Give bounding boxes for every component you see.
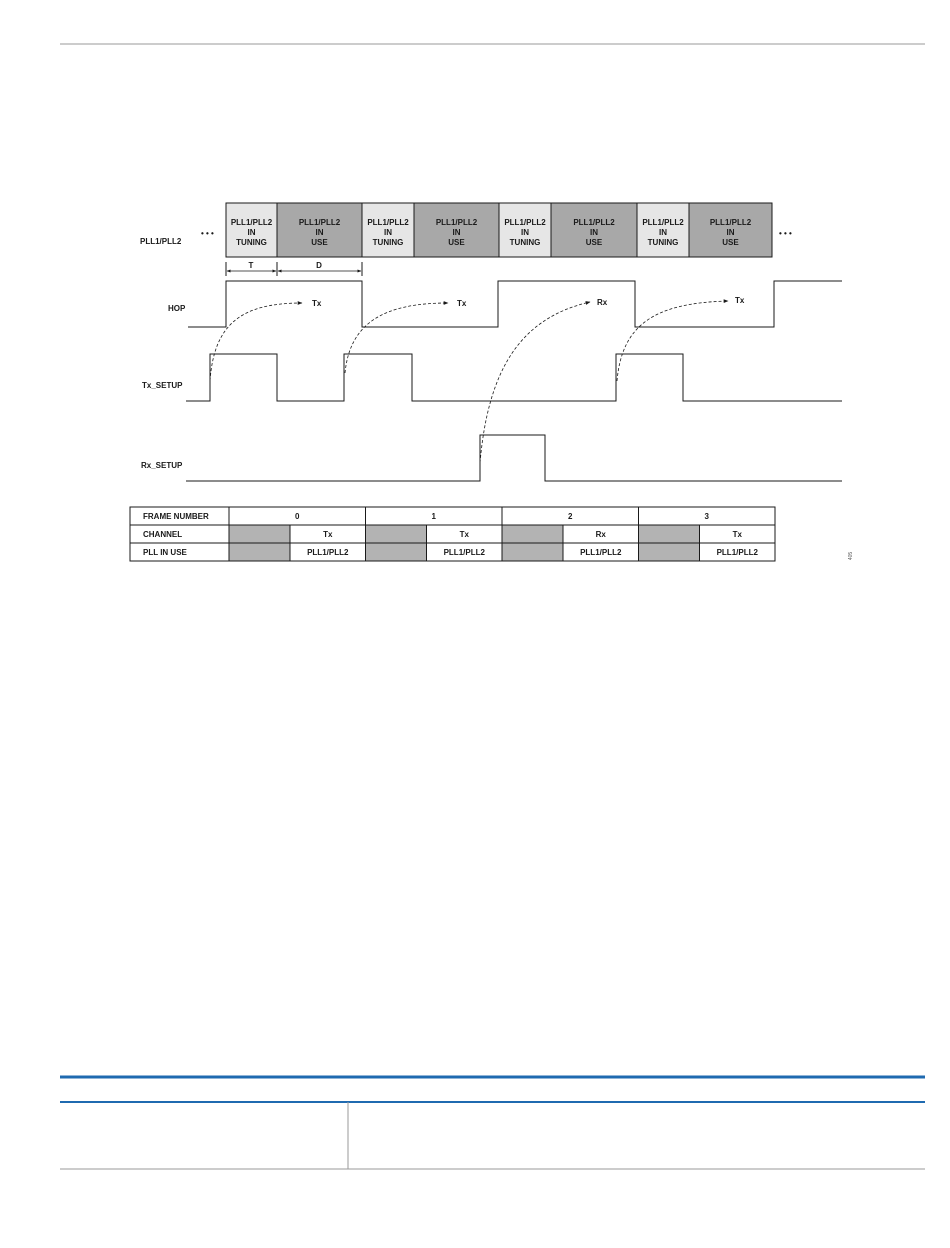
table-row-label: PLL IN USE	[143, 548, 188, 557]
pll-block-text: USE	[586, 238, 603, 247]
pll-block-text: TUNING	[510, 238, 541, 247]
table-frame-number: 2	[568, 512, 573, 521]
table-row-label: FRAME NUMBER	[143, 512, 209, 521]
arrow-label-rx: Rx	[597, 298, 608, 307]
pll-block-text: IN	[590, 228, 598, 237]
pll-block-text: IN	[521, 228, 529, 237]
table-frame-number: 0	[295, 512, 300, 521]
table-channel-cell: Tx	[460, 530, 470, 539]
table-frame-number: 3	[705, 512, 710, 521]
arrow-tx-2	[344, 301, 449, 374]
pll-block-text: IN	[659, 228, 667, 237]
table-channel-cell: Rx	[596, 530, 607, 539]
arrow-label-tx-1: Tx	[312, 299, 322, 308]
pll-block-text: TUNING	[236, 238, 267, 247]
pll-block-text: USE	[448, 238, 465, 247]
arrow-rx	[479, 301, 591, 464]
pll-block-text: PLL1/PLL2	[504, 218, 546, 227]
table-row-label: CHANNEL	[143, 530, 182, 539]
table-pll-cell: PLL1/PLL2	[717, 548, 759, 557]
rx-setup-waveform	[186, 434, 842, 482]
pll-row-label: PLL1/PLL2	[140, 237, 182, 246]
pll-block-text: PLL1/PLL2	[299, 218, 341, 227]
pll-block-use	[276, 202, 363, 258]
dim-d-label: D	[316, 261, 322, 270]
arrow-tx-3	[616, 299, 729, 382]
pll-block-use	[688, 202, 773, 258]
hop-waveform	[188, 280, 842, 328]
pll-block-text: PLL1/PLL2	[436, 218, 478, 227]
pll-block-text: PLL1/PLL2	[573, 218, 615, 227]
rx-setup-signal-label: Rx_SETUP	[141, 461, 183, 470]
arrow-label-tx-2: Tx	[457, 299, 467, 308]
ellipsis-left: • • •	[201, 229, 214, 238]
figure-id: 405	[848, 552, 854, 561]
pll-block-use	[550, 202, 638, 258]
pll-block-text: TUNING	[648, 238, 679, 247]
pll-block-text: IN	[727, 228, 735, 237]
table-pll-cell: PLL1/PLL2	[307, 548, 349, 557]
pll-block-text: PLL1/PLL2	[231, 218, 273, 227]
arrow-tx-1	[209, 301, 303, 382]
pll-block-text: USE	[722, 238, 739, 247]
tx-setup-signal-label: Tx_SETUP	[142, 381, 183, 390]
frame-table: FRAME NUMBER CHANNEL PLL IN USE 0TxPLL1/PLL…	[129, 506, 776, 562]
ellipsis-right: • • •	[779, 229, 792, 238]
table-border	[129, 506, 776, 562]
pll-block-text: TUNING	[373, 238, 404, 247]
table-pll-cell: PLL1/PLL2	[444, 548, 486, 557]
dimension-markers: T D	[225, 261, 363, 276]
tx-setup-waveform	[186, 353, 842, 402]
pll-block-text: PLL1/PLL2	[642, 218, 684, 227]
pll-state-blocks: PLL1/PLL2INTUNINGPLL1/PLL2INUSEPLL1/PLL2…	[225, 202, 773, 258]
table-channel-cell: Tx	[323, 530, 333, 539]
pll-block-text: IN	[453, 228, 461, 237]
pll-block-text: PLL1/PLL2	[710, 218, 752, 227]
pll-block-text: USE	[311, 238, 328, 247]
pll-block-text: IN	[384, 228, 392, 237]
pll-block-text: IN	[248, 228, 256, 237]
pll-block-text: IN	[316, 228, 324, 237]
pll-block-tuning	[361, 202, 415, 258]
table-channel-cell: Tx	[733, 530, 743, 539]
pll-block-text: PLL1/PLL2	[367, 218, 409, 227]
table-pll-cell: PLL1/PLL2	[580, 548, 622, 557]
table-frame-number: 1	[432, 512, 437, 521]
arrow-label-tx-3: Tx	[735, 296, 745, 305]
dim-t-label: T	[249, 261, 254, 270]
hop-signal-label: HOP	[168, 304, 186, 313]
